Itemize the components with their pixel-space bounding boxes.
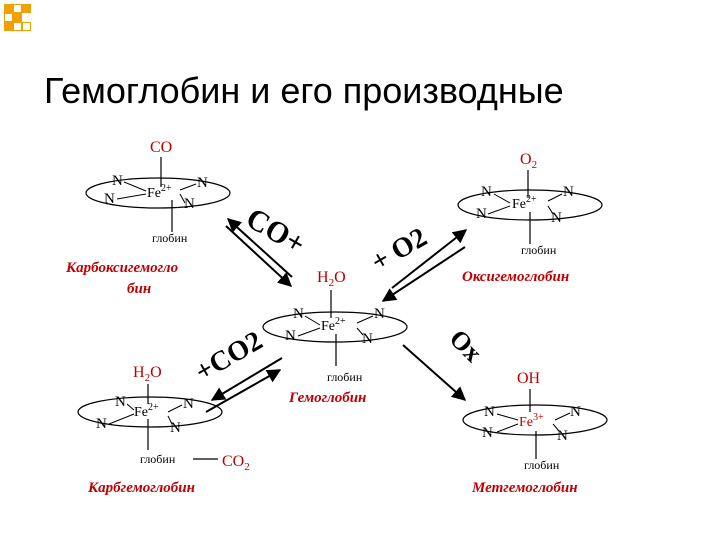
co2-reaction-label: +CO2 [190, 325, 268, 388]
oh-ligand-label: OH [517, 370, 541, 387]
carboxyhemoglobin-complex: CO N N N N Fe2+ глобин Карбоксигемогло б… [65, 139, 231, 297]
corner-decoration-6 [4, 22, 13, 31]
fe-atom: Fe2+ [321, 316, 346, 334]
fe-atom: Fe2+ [147, 183, 172, 201]
carbhemoglobin-name: Карбгемоглобин [87, 480, 195, 496]
arrow-ox [402, 344, 467, 401]
h2o-ligand-label: H2O [133, 364, 162, 384]
n-atom: N [197, 175, 208, 191]
h2o-ligand-label: H2O [317, 269, 346, 289]
porphyrin-ring [462, 404, 608, 436]
porphyrin-ring [262, 311, 408, 343]
n-atom: N [112, 173, 123, 189]
globin-label: глобин [152, 231, 188, 245]
co-ligand-label: CO [150, 139, 172, 156]
co-reaction-label: CO+ [241, 201, 311, 261]
globin-label: глобин [140, 452, 176, 466]
corner-decoration-7 [13, 22, 22, 31]
n-atom: N [170, 420, 181, 436]
n-atom: N [293, 306, 304, 322]
o2-reaction-label: + O2 [366, 222, 432, 278]
arrow-o2-pair [381, 229, 468, 302]
methemoglobin-complex: OH N N N N Fe3+ глобин Метгемоглобин [462, 370, 608, 496]
corner-decoration-2 [13, 4, 22, 13]
n-atom: N [481, 184, 492, 200]
oxyhemoglobin-complex: O2 N N N N Fe2+ глобин Оксигемоглобин [457, 151, 603, 285]
oxyhemoglobin-name: Оксигемоглобин [462, 269, 569, 285]
carboxyhemoglobin-name-cont: бин [127, 281, 151, 297]
n-atom: N [482, 425, 493, 441]
fe-atom: Fe2+ [134, 402, 159, 420]
n-atom: N [570, 404, 581, 420]
n-atom: N [476, 206, 487, 222]
porphyrin-ring [77, 396, 223, 428]
carboxyhemoglobin-name: Карбоксигемогло [65, 260, 178, 276]
carbhemoglobin-complex: H2O N N N N Fe2+ глобин CO2 Карбгемоглоб… [77, 364, 250, 496]
globin-label: глобин [521, 243, 557, 257]
n-atom: N [374, 306, 385, 322]
n-atom: N [183, 396, 194, 412]
globin-label: глобин [327, 370, 363, 384]
n-atom: N [484, 404, 495, 420]
n-atom: N [551, 210, 562, 226]
corner-decoration-5 [13, 13, 22, 22]
n-atom: N [184, 196, 195, 212]
n-atom: N [557, 428, 568, 444]
co2-ligand-label: CO2 [222, 453, 250, 473]
n-atom: N [362, 331, 373, 347]
fe-atom: Fe3+ [519, 412, 544, 430]
globin-label: глобин [524, 458, 560, 472]
o2-ligand-label: O2 [520, 151, 537, 171]
n-atom: N [563, 184, 574, 200]
hemoglobin-name: Гемоглобин [288, 390, 366, 406]
corner-decoration-4 [4, 13, 13, 22]
page-title: Гемоглобин и его производные [44, 70, 564, 111]
ox-reaction-label: Ox [444, 324, 488, 368]
corner-decoration-8 [22, 22, 31, 31]
fe-atom: Fe2+ [512, 194, 537, 212]
arrow-co2-pair [205, 357, 283, 413]
arrow-co-pair [225, 218, 293, 287]
n-atom: N [115, 394, 126, 410]
porphyrin-ring [85, 177, 231, 209]
corner-decoration-1 [4, 4, 13, 13]
hemoglobin-complex: H2O N N N N Fe2+ глобин Гемоглобин [262, 269, 408, 406]
n-atom: N [96, 416, 107, 432]
methemoglobin-name: Метгемоглобин [471, 480, 578, 496]
corner-decoration-3 [22, 4, 31, 13]
n-atom: N [285, 328, 296, 344]
n-atom: N [104, 191, 115, 207]
